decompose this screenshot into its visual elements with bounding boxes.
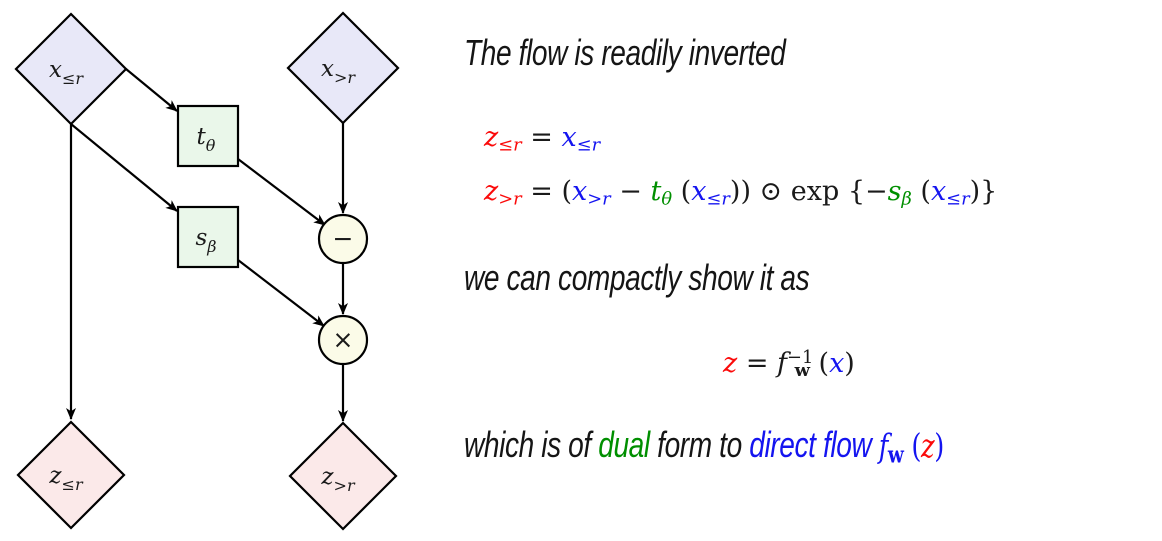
s-net-label: sβ	[195, 225, 216, 256]
t-net-box	[176, 104, 240, 168]
z-le-label: z≤r	[48, 463, 84, 494]
line-compactly: we can compactly show it as	[464, 257, 810, 298]
node-times-op: ×	[317, 314, 369, 366]
line-dual-form: which is of dual form to direct flow fw …	[464, 424, 944, 469]
x-gt-label: x>r	[321, 56, 356, 87]
minus-circle	[317, 213, 369, 265]
node-minus-op: −	[317, 213, 369, 265]
edge-xle-to-s	[70, 123, 178, 212]
flow-diagram: x≤r x>r tθ sβ − × z≤r z>r	[14, 11, 400, 531]
edge-s-to-times	[237, 259, 325, 327]
line-flow-inverted: The flow is readily inverted	[464, 32, 786, 73]
x-le-label: x≤r	[49, 57, 84, 88]
times-circle	[317, 314, 369, 366]
z-gt-diamond	[288, 421, 398, 531]
edge-t-to-minus	[237, 158, 326, 226]
node-z-le: z≤r	[16, 420, 126, 530]
x-le-diamond	[14, 12, 128, 126]
equation-inverse-flow: z = f−1w (x)	[723, 347, 855, 382]
minus-icon: −	[333, 224, 354, 253]
node-z-gt: z>r	[288, 421, 398, 531]
times-icon: ×	[333, 325, 354, 354]
z-le-diamond	[16, 420, 126, 530]
x-gt-diamond	[286, 11, 400, 125]
node-x-gt: x>r	[286, 11, 400, 125]
z-gt-label: z>r	[320, 464, 356, 495]
node-x-le: x≤r	[14, 12, 128, 126]
equation-z-gt: z>r = (x>r − tθ (x≤r)) ⊙ exp {−sβ (x≤r)}	[484, 176, 998, 210]
t-net-label: tθ	[197, 124, 216, 155]
node-t-net: tθ	[176, 104, 240, 168]
s-net-box	[176, 205, 240, 269]
equation-z-le: z≤r = x≤r	[484, 122, 601, 156]
edge-xle-to-t	[125, 68, 178, 112]
node-s-net: sβ	[176, 205, 240, 269]
